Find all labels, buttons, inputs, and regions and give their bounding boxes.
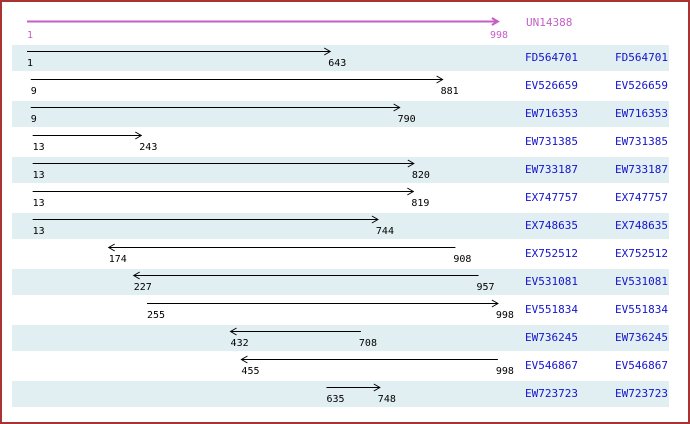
read-arrow xyxy=(132,271,479,280)
read-arrow-head xyxy=(407,187,415,196)
read-id-link[interactable]: FD564701 xyxy=(525,51,578,64)
read-arrow xyxy=(229,327,361,336)
read-id-link-2[interactable]: EV526659 xyxy=(615,79,668,92)
read-id-link[interactable]: EX748635 xyxy=(525,219,578,232)
read-right-coord: 820 xyxy=(411,170,430,181)
read-row: 9 790 EW716353 EW716353 xyxy=(12,101,669,129)
contig-header: 1 998 UN14388 xyxy=(2,2,688,45)
read-right-coord: 819 xyxy=(411,198,430,209)
read-arrow xyxy=(107,243,456,252)
read-id-link-2[interactable]: EW733187 xyxy=(615,163,668,176)
read-row: 174 908 EX752512 EX752512 xyxy=(12,241,669,269)
read-id-link-2[interactable]: EX748635 xyxy=(615,219,668,232)
read-right-coord: 957 xyxy=(476,282,495,293)
read-row: 13 243 EW731385 EW731385 xyxy=(12,129,669,157)
read-id-link-2[interactable]: EW716353 xyxy=(615,107,668,120)
read-left-coord: 13 xyxy=(32,226,45,237)
read-right-coord: 790 xyxy=(397,114,416,125)
read-right-coord: 998 xyxy=(495,366,514,377)
read-id-link-2[interactable]: EW723723 xyxy=(615,387,668,400)
contig-end-coord: 998 xyxy=(490,30,509,41)
read-arrow xyxy=(30,103,401,112)
read-arrow xyxy=(30,75,444,84)
read-right-coord: 908 xyxy=(453,254,472,265)
contig-arrow-head xyxy=(491,17,500,26)
read-row: 635 748 EW723723 EW723723 xyxy=(12,381,669,409)
read-arrow xyxy=(146,299,499,308)
read-arrow-head xyxy=(371,215,379,224)
read-id-link[interactable]: EV526659 xyxy=(525,79,578,92)
read-arrow-head xyxy=(407,159,415,168)
read-arrow-head xyxy=(373,383,381,392)
read-right-coord: 881 xyxy=(440,86,459,97)
read-id-link-2[interactable]: EW736245 xyxy=(615,331,668,344)
read-left-coord: 13 xyxy=(32,142,45,153)
read-row: 455 998 EV546867 EV546867 xyxy=(12,353,669,381)
read-right-coord: 998 xyxy=(495,310,514,321)
read-row: 13 744 EX748635 EX748635 xyxy=(12,213,669,241)
contig-id-label: UN14388 xyxy=(526,16,573,29)
read-id-link[interactable]: EV531081 xyxy=(525,275,578,288)
read-id-link-2[interactable]: EV531081 xyxy=(615,275,668,288)
reads-list: 1 643 FD564701 FD564701 9 881 EV526659 E… xyxy=(12,45,669,409)
read-id-link-2[interactable]: EX752512 xyxy=(615,247,668,260)
read-arrow-head xyxy=(323,47,332,56)
contig-start-coord: 1 xyxy=(27,30,34,41)
read-row: 1 643 FD564701 FD564701 xyxy=(12,45,669,73)
read-id-link[interactable]: EW731385 xyxy=(525,135,578,148)
read-left-coord: 9 xyxy=(30,86,37,97)
read-right-coord: 643 xyxy=(328,58,347,69)
read-left-coord: 227 xyxy=(133,282,152,293)
read-arrow-head xyxy=(229,327,237,336)
read-row: 255 998 EV551834 EV551834 xyxy=(12,297,669,325)
read-arrow-head xyxy=(240,355,248,364)
read-arrow xyxy=(32,215,379,224)
read-row: 227 957 EV531081 EV531081 xyxy=(12,269,669,297)
read-arrow-head xyxy=(436,75,444,84)
read-left-coord: 635 xyxy=(326,394,345,405)
read-id-link[interactable]: EW736245 xyxy=(525,331,578,344)
read-right-coord: 744 xyxy=(375,226,394,237)
read-arrow-head xyxy=(107,243,115,252)
read-row: 9 881 EV526659 EV526659 xyxy=(12,73,669,101)
read-arrow-head xyxy=(135,131,143,140)
read-arrow-head xyxy=(393,103,401,112)
read-right-coord: 243 xyxy=(139,142,158,153)
read-row: 13 819 EX747757 EX747757 xyxy=(12,185,669,213)
contig-arrow xyxy=(27,17,500,26)
read-id-link-2[interactable]: EV551834 xyxy=(615,303,668,316)
read-arrow-head xyxy=(132,271,140,280)
read-left-coord: 9 xyxy=(30,114,37,125)
read-arrow xyxy=(27,47,332,56)
read-id-link-2[interactable]: EW731385 xyxy=(615,135,668,148)
read-id-link[interactable]: EW716353 xyxy=(525,107,578,120)
read-id-link-2[interactable]: EX747757 xyxy=(615,191,668,204)
read-arrow-head xyxy=(491,299,499,308)
read-left-coord: 1 xyxy=(27,58,34,69)
read-left-coord: 13 xyxy=(32,170,45,181)
read-arrow xyxy=(240,355,498,364)
read-row: 432 708 EW736245 EW736245 xyxy=(12,325,669,353)
read-left-coord: 174 xyxy=(108,254,127,265)
read-left-coord: 13 xyxy=(32,198,45,209)
read-id-link[interactable]: EW733187 xyxy=(525,163,578,176)
read-id-link-2[interactable]: EV546867 xyxy=(615,359,668,372)
read-right-coord: 708 xyxy=(358,338,377,349)
read-right-coord: 748 xyxy=(377,394,396,405)
read-arrow xyxy=(32,187,415,196)
read-arrow xyxy=(32,159,415,168)
read-id-link-2[interactable]: FD564701 xyxy=(615,51,668,64)
read-left-coord: 455 xyxy=(241,366,260,377)
read-id-link[interactable]: EV551834 xyxy=(525,303,578,316)
read-id-link[interactable]: EX752512 xyxy=(525,247,578,260)
read-arrow xyxy=(326,383,381,392)
read-row: 13 820 EW733187 EW733187 xyxy=(12,157,669,185)
read-left-coord: 432 xyxy=(230,338,249,349)
read-arrow xyxy=(32,131,143,140)
read-left-coord: 255 xyxy=(146,310,166,321)
read-id-link[interactable]: EX747757 xyxy=(525,191,578,204)
read-id-link[interactable]: EV546867 xyxy=(525,359,578,372)
read-id-link[interactable]: EW723723 xyxy=(525,387,578,400)
